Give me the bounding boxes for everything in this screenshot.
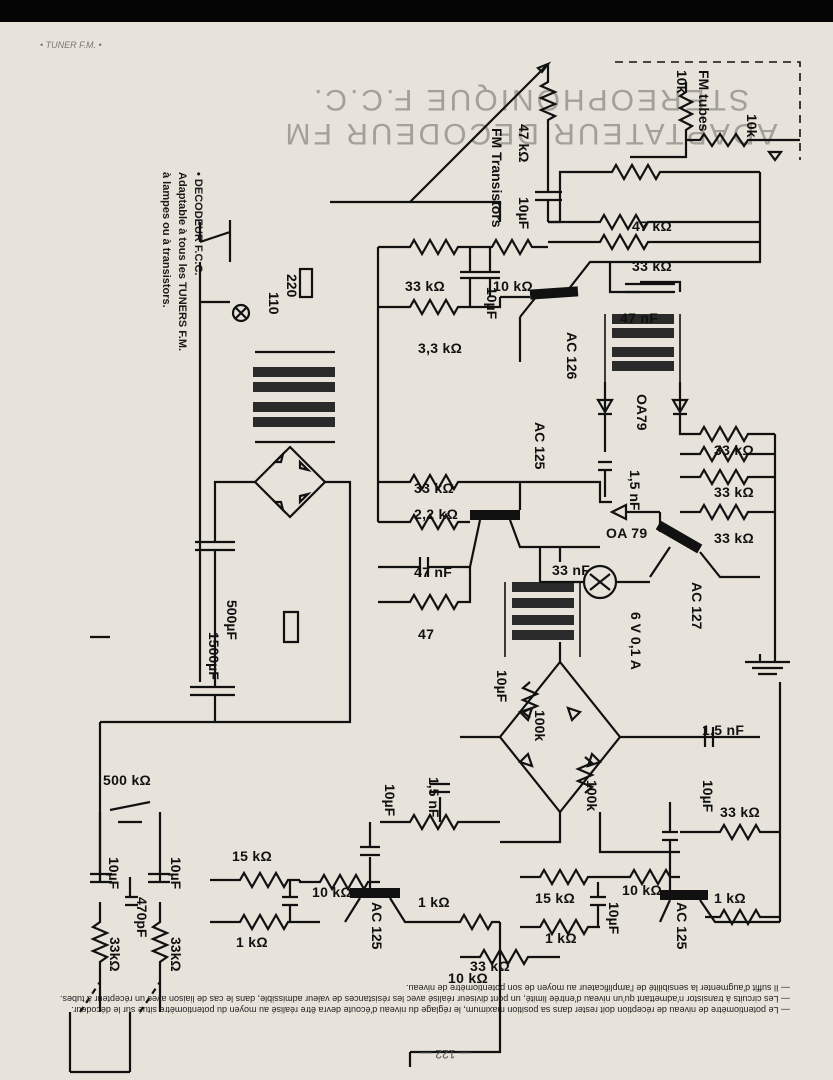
label-r14: 100k [584, 780, 600, 812]
label-lamp: 6 V 0,1 A [628, 612, 644, 670]
label-r16: 33kΩ [107, 937, 123, 972]
label-r22: 15 kΩ [535, 890, 575, 906]
label-d2: OA 79 [606, 525, 648, 541]
transistor-input-network [409, 61, 762, 264]
stage-ac125-left [210, 782, 500, 932]
label-r8: 2,2 kΩ [414, 506, 459, 522]
stage-ac127 [540, 512, 760, 600]
right-resistor-bank [678, 414, 790, 676]
label-r27-visible: 10 kΩ [448, 970, 488, 986]
figure-caption: — Le potentiomètre de niveau de réceptio… [30, 982, 790, 1015]
label-mains-110: 110 [266, 292, 282, 315]
top-black-bar [0, 0, 833, 22]
label-d1: OA79 [634, 394, 650, 431]
label-r17: 33kΩ [168, 937, 184, 972]
label-r1: 47 kΩ [516, 124, 532, 163]
power-supply [90, 220, 352, 882]
label-r24: 1 kΩ [545, 930, 577, 946]
label-c10: 1,5 nF [702, 722, 745, 738]
label-c15: 10µF [168, 857, 184, 890]
label-r15: 33 kΩ [720, 804, 760, 820]
label-pot: 500 kΩ [103, 772, 152, 788]
label-r6: 3,3 kΩ [418, 340, 463, 356]
stage-ac126 [376, 237, 610, 522]
label-c14: 10µF [106, 857, 122, 890]
schematic-diagram [68, 61, 801, 1074]
label-q5: AC 125 [674, 902, 690, 950]
output-stage-left [68, 800, 170, 1072]
label-c2: 10µF [484, 287, 500, 320]
label-r2: 47 kΩ [632, 218, 672, 234]
label-r21: 1 kΩ [418, 894, 450, 910]
label-r4: 33 kΩ [405, 278, 445, 294]
label-q3: AC 127 [689, 582, 705, 630]
label-c3: 47 nF [620, 310, 659, 326]
label-mains-220: 220 [284, 274, 300, 298]
label-r26: 33 kΩ [470, 958, 510, 974]
bus-lines [70, 200, 680, 1074]
label-input-fm-transistors: FM Transistors [489, 128, 505, 228]
label-c16: 470pF [134, 897, 150, 938]
label-r9: 47 [418, 626, 435, 642]
stage-ac125-right [408, 682, 782, 1067]
page-number: — 122 — [420, 1047, 471, 1061]
label-r18: 15 kΩ [232, 848, 272, 864]
label-c13: 1,5 nF [426, 777, 442, 818]
magazine-page: • TUNER F.M. • ADAPTATEUR DECODEUR FM ST… [0, 22, 833, 1080]
page-header: • TUNER F.M. • [40, 40, 102, 50]
label-c5: 47 nF [414, 564, 453, 580]
stage-ac125-middle [378, 472, 660, 657]
label-c8: 1500µF [206, 632, 222, 680]
label-r10: 33 kΩ [714, 442, 754, 458]
caption-paragraph-1: — Le potentiomètre de niveau de réceptio… [71, 1005, 790, 1015]
label-q2: AC 125 [532, 422, 548, 470]
label-r7: 33 kΩ [414, 480, 454, 496]
tube-input-network [615, 61, 801, 162]
label-c1: 10µF [516, 197, 532, 230]
if-transformer-1 [596, 262, 689, 497]
label-r13: 100k [532, 710, 548, 742]
label-c17: 10µF [606, 902, 622, 935]
label-q4: AC 125 [369, 902, 385, 950]
label-r20: 1 kΩ [236, 934, 268, 950]
caption-paragraph-3: — Il suffit d'augmenter la sensibilité d… [406, 983, 790, 993]
label-c11: 10µF [700, 780, 716, 813]
label-r5: 10 kΩ [493, 278, 533, 294]
label-r3: 33 kΩ [632, 258, 672, 274]
label-c7: 500µF [224, 600, 240, 640]
label-q1: AC 126 [564, 332, 580, 380]
label-c4: 1,5 nF [627, 470, 643, 511]
caption-paragraph-2: — Les circuits à transistor n'admettant … [59, 994, 790, 1004]
label-c9: 10µF [494, 670, 510, 703]
label-c6: 33 nF [552, 562, 591, 578]
label-r-in-tube-a: 10k [674, 70, 690, 94]
label-r25: 1 kΩ [714, 890, 746, 906]
label-r11: 33 kΩ [714, 484, 754, 500]
label-r19: 10 kΩ [312, 884, 352, 900]
label-input-fm-tubes: FM tubes [696, 70, 712, 132]
label-r12: 33 kΩ [714, 530, 754, 546]
label-r-in-tube-b: 10k [744, 114, 760, 138]
label-c12: 10µF [382, 784, 398, 817]
label-r23: 10 kΩ [622, 882, 662, 898]
